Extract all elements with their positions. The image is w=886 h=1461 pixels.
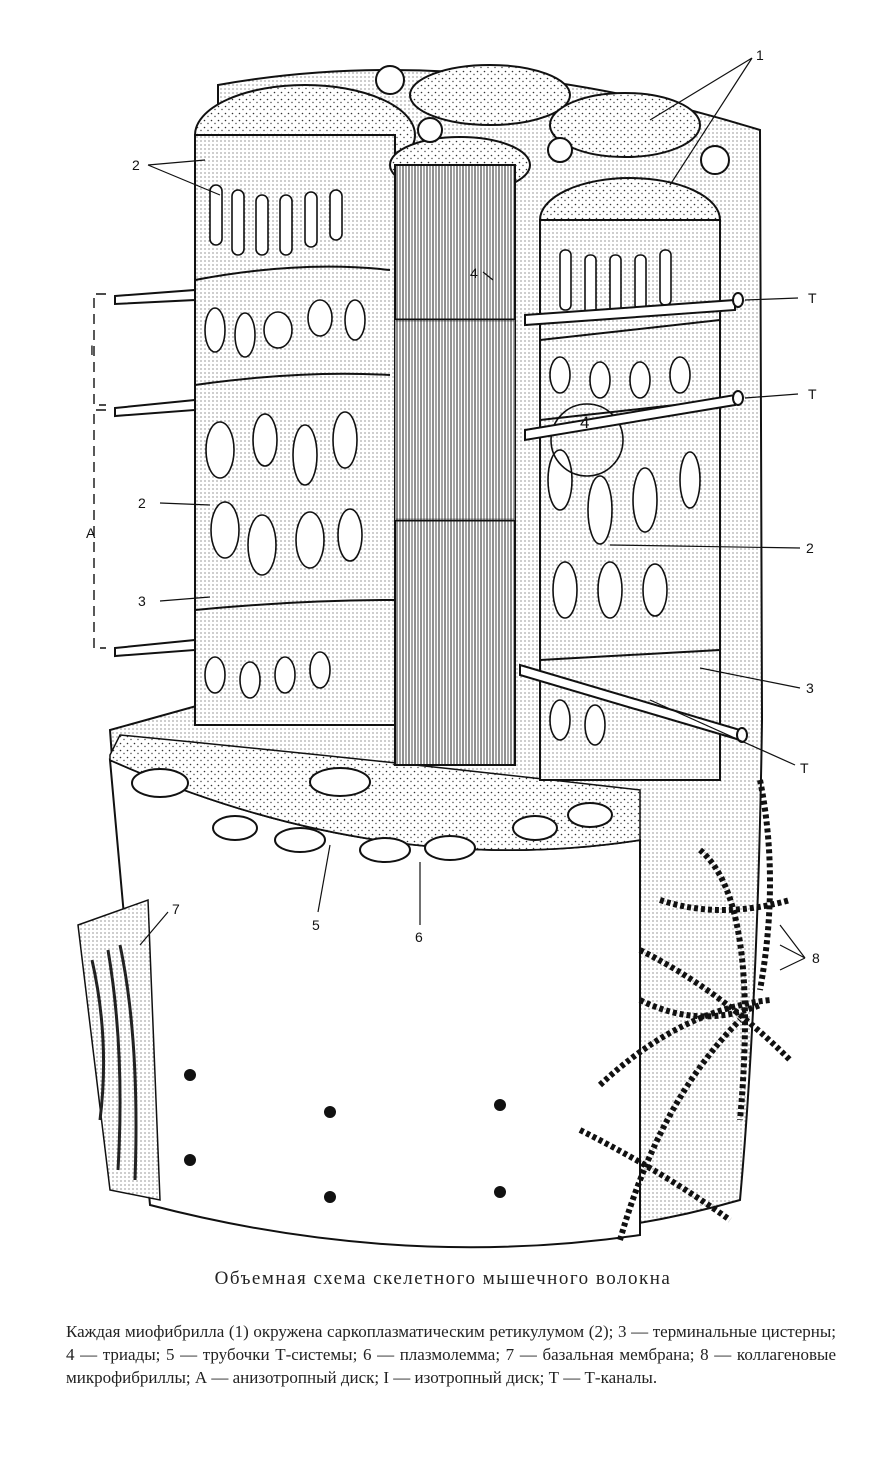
label-plasmalemma: 6 (415, 929, 423, 945)
label-t-3: T (800, 760, 809, 776)
label-t-1: T (808, 290, 817, 306)
myofibril-left (194, 84, 416, 726)
t-tubules (114, 288, 748, 743)
label-myofibril: 1 (756, 47, 764, 63)
label-disc-i: I (90, 342, 94, 358)
label-reticulum-top: 2 (132, 157, 140, 173)
basal-membrane-flap (77, 898, 161, 1201)
figure-description: Каждая миофибрилла (1) окружена саркопла… (66, 1322, 836, 1387)
label-collagen: 8 (812, 950, 820, 966)
label-disc-a: A (86, 525, 96, 541)
myofibrils-back (375, 64, 730, 175)
fiber-pores (184, 1069, 506, 1203)
cross-section-slab (109, 734, 641, 863)
myofibril-center (389, 136, 531, 766)
label-triad-big: 4 (580, 413, 589, 432)
label-reticulum-left: 2 (138, 495, 146, 511)
label-triad-small: 4 (470, 265, 478, 281)
label-reticulum-right: 2 (806, 540, 814, 556)
label-cistern-left: 3 (138, 593, 146, 609)
label-cistern-right: 3 (806, 680, 814, 696)
leader-lines (139, 57, 806, 971)
label-t-tubule: 5 (312, 917, 320, 933)
label-basal-membrane: 7 (172, 901, 180, 917)
disc-brackets (93, 293, 106, 649)
figure-title: Объемная схема скелетного мышечного воло… (214, 1268, 672, 1289)
label-t-2: T (808, 386, 817, 402)
muscle-fiber-diagram: 1 2 2 2 3 3 4 4 5 6 7 8 T T T I A (77, 47, 820, 1249)
collagen-microfibrils (578, 779, 793, 1241)
